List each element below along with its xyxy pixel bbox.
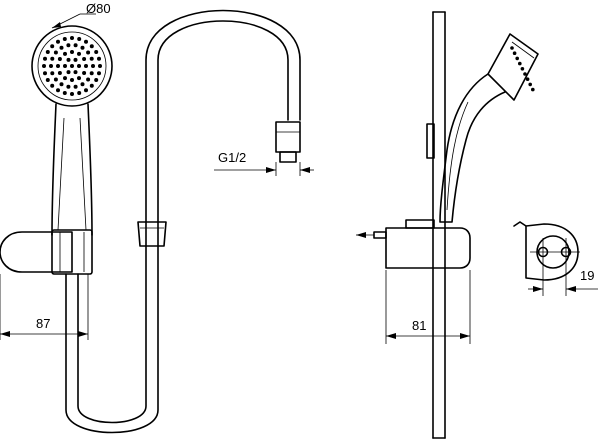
- nozzle-dot: [77, 91, 82, 95]
- rail-width-dimension: 19: [528, 266, 598, 296]
- side-view: 81: [356, 11, 539, 439]
- nozzle-dot: [89, 44, 94, 49]
- nozzle-dot: [91, 64, 95, 68]
- side-nozzle-dot: [525, 77, 530, 81]
- nozzle-dot: [59, 82, 64, 87]
- holder-detail-view: 19: [513, 221, 598, 296]
- hose-connector-nut: [275, 121, 301, 153]
- nozzle-dot: [89, 83, 94, 88]
- nozzle-dot: [57, 57, 62, 61]
- nozzle-dot: [77, 37, 82, 41]
- side-nozzle-dot: [510, 46, 514, 50]
- wall-pin: [356, 231, 387, 239]
- shower-rail: [432, 11, 446, 439]
- nozzle-dot: [82, 57, 87, 61]
- nozzle-dot: [53, 77, 58, 82]
- nozzle-dot: [50, 56, 55, 61]
- hand-shower-handle: [51, 103, 93, 236]
- front-offset-label: 87: [36, 316, 50, 331]
- nozzle-dot: [98, 64, 102, 68]
- side-nozzle-dot: [528, 82, 532, 87]
- nozzle-dot: [63, 76, 67, 81]
- wall-holder: [0, 229, 93, 275]
- nozzle-dot: [70, 92, 74, 96]
- nozzle-dot: [77, 76, 81, 81]
- nozzle-dot: [56, 39, 60, 44]
- side-nozzle-dot: [515, 56, 519, 61]
- side-offset-dimension: 81: [385, 270, 471, 344]
- nozzle-dot: [73, 70, 78, 75]
- nozzle-dot: [73, 57, 78, 62]
- thread-dimension: G1/2: [214, 150, 314, 176]
- nozzle-dot: [97, 71, 101, 76]
- front-view: Ø80 G1/2 87: [0, 1, 314, 434]
- nozzle-dot: [84, 39, 88, 44]
- side-nozzle-dot: [520, 67, 525, 71]
- nozzle-dot: [66, 70, 71, 75]
- nozzle-dot: [50, 44, 55, 49]
- nozzle-dot: [86, 50, 91, 55]
- nozzle-dot: [97, 56, 101, 61]
- nozzle-dot: [70, 50, 74, 54]
- diameter-label: Ø80: [86, 1, 111, 16]
- nozzle-dot: [80, 45, 85, 50]
- side-nozzle-dot: [518, 61, 522, 66]
- nozzle-dot: [94, 50, 99, 54]
- nozzle-dot: [62, 91, 67, 95]
- nozzle-dot: [66, 43, 71, 48]
- nozzle-dot: [57, 71, 62, 75]
- nozzle-dot: [77, 64, 81, 68]
- nozzle-dot: [56, 88, 60, 93]
- nozzle-dot: [80, 82, 85, 87]
- side-spray-nozzles: [510, 46, 535, 92]
- side-nozzle-dot: [523, 72, 527, 76]
- hose-sleeve: [137, 221, 167, 247]
- nozzle-dot: [73, 43, 78, 48]
- nozzle-dot: [63, 64, 67, 68]
- nozzle-dot: [62, 37, 67, 41]
- nozzle-dot: [53, 50, 58, 55]
- nozzle-dot: [42, 64, 46, 68]
- hand-shower-head: [31, 25, 113, 107]
- nozzle-dot: [66, 57, 71, 62]
- nozzle-dot: [43, 56, 47, 61]
- thread-label: G1/2: [218, 150, 246, 165]
- nozzle-dot: [73, 84, 78, 89]
- side-holder: [385, 219, 471, 269]
- nozzle-dot: [50, 71, 55, 76]
- nozzle-dot: [77, 51, 81, 56]
- rail-bracket: [426, 123, 435, 159]
- side-offset-label: 81: [412, 318, 426, 333]
- nozzle-dot: [45, 78, 50, 82]
- nozzle-dot: [86, 77, 91, 82]
- nozzle-dot: [66, 84, 71, 89]
- nozzle-dot: [94, 78, 99, 82]
- nozzle-dot: [56, 64, 60, 68]
- rail-width-label: 19: [580, 268, 594, 283]
- nozzle-dot: [43, 71, 47, 76]
- hand-shower-side: [439, 33, 539, 223]
- nozzle-dot: [84, 88, 88, 93]
- nozzle-dot: [45, 50, 50, 54]
- nozzle-dot: [70, 64, 74, 68]
- nozzle-dot: [49, 64, 53, 68]
- nozzle-dot: [50, 83, 55, 88]
- side-nozzle-dot: [512, 51, 517, 55]
- nozzle-dot: [82, 71, 87, 75]
- shower-hose: [65, 20, 289, 434]
- spray-nozzles: [42, 36, 102, 96]
- nozzle-dot: [59, 45, 64, 50]
- front-offset-dimension: 87: [0, 274, 89, 340]
- side-nozzle-dot: [531, 87, 535, 92]
- nozzle-dot: [84, 64, 88, 68]
- nozzle-dot: [63, 51, 67, 56]
- nozzle-dot: [70, 36, 74, 40]
- nozzle-dot: [70, 78, 74, 82]
- nozzle-dot: [89, 71, 94, 76]
- nozzle-dot: [89, 56, 94, 61]
- diameter-dimension: Ø80: [51, 1, 111, 29]
